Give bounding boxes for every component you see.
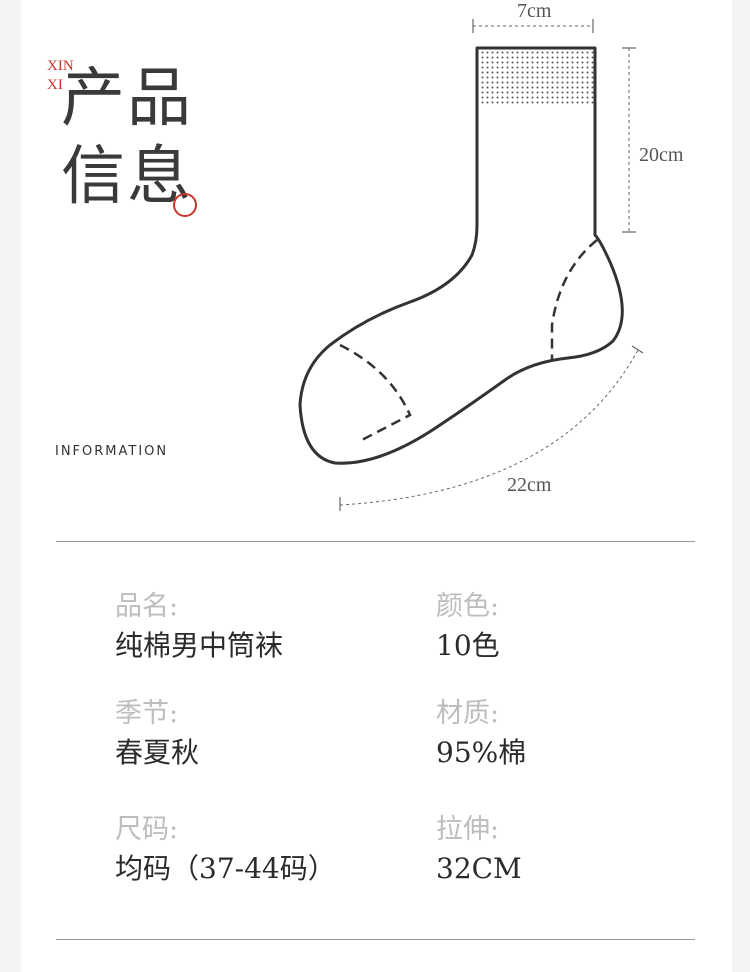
toe-stitch	[339, 343, 412, 444]
length-label: 22cm	[507, 474, 552, 496]
pinyin-top: XIN	[47, 58, 74, 74]
divider-top	[56, 541, 695, 542]
spec-label: 季节:	[115, 698, 179, 729]
decorative-circle-icon	[173, 193, 197, 217]
length-dimension-line	[339, 349, 639, 506]
pinyin-bottom: XI	[47, 77, 63, 93]
spec-color: 颜色: 10色	[436, 590, 500, 664]
spec-value: 纯棉男中筒袜	[115, 629, 284, 662]
heel-stitch	[550, 239, 598, 360]
spec-value: 32CM	[436, 852, 522, 885]
spec-value: 春夏秋	[115, 736, 200, 769]
spec-name: 品名: 纯棉男中筒袜	[115, 590, 283, 664]
spec-value: 95%棉	[436, 736, 527, 769]
sock-diagram	[298, 19, 644, 511]
spec-material: 材质: 95%棉	[436, 697, 526, 771]
spec-stretch: 拉伸: 32CM	[436, 813, 522, 887]
section-subtitle: INFORMATION	[55, 444, 169, 459]
spec-label: 尺码:	[115, 814, 179, 845]
width-label: 7cm	[517, 0, 552, 22]
spec-value: 10色	[436, 629, 500, 662]
title-line-1: 产品	[61, 62, 193, 136]
height-label: 20cm	[639, 144, 684, 166]
sock-cuff	[477, 48, 595, 104]
spec-label: 材质:	[436, 698, 500, 729]
spec-label: 拉伸:	[436, 814, 500, 845]
spec-label: 品名:	[115, 591, 179, 622]
spec-value: 均码（37-44码）	[115, 852, 336, 885]
info-card	[21, 0, 732, 972]
sock-outline	[298, 46, 624, 465]
spec-season: 季节: 春夏秋	[115, 697, 199, 771]
spec-label: 颜色:	[436, 591, 500, 622]
divider-bottom	[56, 939, 695, 940]
title-line-2: 信息	[61, 140, 193, 214]
spec-size: 尺码: 均码（37-44码）	[115, 813, 336, 887]
